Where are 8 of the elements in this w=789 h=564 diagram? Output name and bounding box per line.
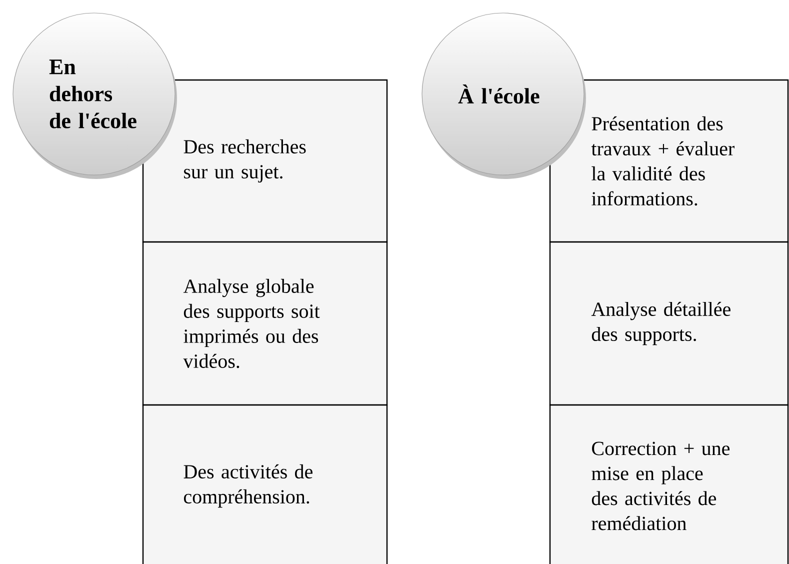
text-box: Des recherches sur un sujet. [142, 79, 388, 243]
text-box: Des activités de compréhension. [142, 404, 388, 564]
text-box: Correction + une mise en place des activités de remédiation [549, 404, 789, 564]
text-box: Analyse globale des supports soit imprimés ou des vidéos. [142, 241, 388, 406]
circle-badge: En dehors de l'école [12, 12, 177, 179]
text-box: Présentation des travaux + évaluer la validité des informations. [549, 79, 789, 243]
text-box: Analyse détaillée des supports. [549, 241, 789, 406]
circle-badge: À l'école [422, 12, 586, 179]
